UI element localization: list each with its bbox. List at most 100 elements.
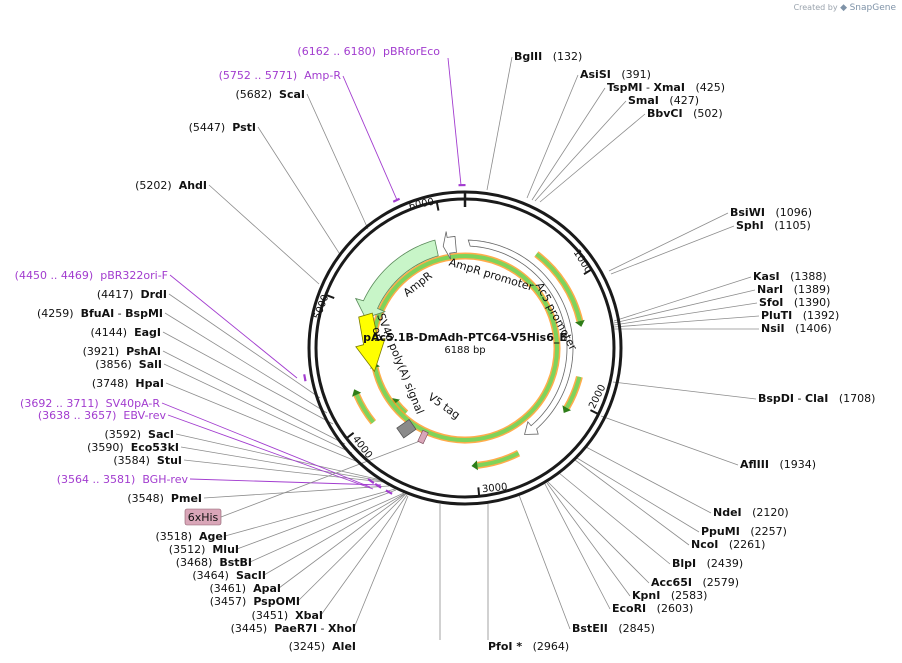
ori-label: ori bbox=[370, 326, 386, 343]
primer-name: pBR322ori-F bbox=[100, 269, 168, 282]
enzyme-position: (3457) bbox=[210, 595, 247, 608]
enzyme-label-ppumi: PpuMI (2257) bbox=[701, 525, 787, 538]
tick-mark bbox=[583, 269, 592, 276]
enzyme-label-bstbi: (3468) BstBI bbox=[176, 556, 252, 569]
enzyme-gap bbox=[522, 640, 533, 653]
enzyme-label-sfoi: SfoI (1390) bbox=[759, 296, 830, 309]
sixhis-box bbox=[417, 429, 429, 445]
enzyme-position: (3856) bbox=[95, 358, 132, 371]
enzyme-gap bbox=[792, 309, 803, 322]
primer-name: SV40pA-R bbox=[106, 397, 161, 410]
enzyme-gap bbox=[133, 288, 140, 301]
leader-lines bbox=[161, 56, 760, 640]
primer-leader-line bbox=[342, 75, 398, 201]
enzyme-position: (2964) bbox=[533, 640, 570, 653]
enzyme-position: (2120) bbox=[752, 506, 789, 519]
primer-leader-line bbox=[167, 414, 374, 490]
enzyme-name: HpaI bbox=[135, 377, 164, 390]
enzyme-gap bbox=[74, 307, 81, 320]
enzyme-name: SalI bbox=[139, 358, 162, 371]
enzyme-leader-line bbox=[613, 315, 760, 328]
enzyme-name: PmeI bbox=[171, 492, 202, 505]
enzyme-gap bbox=[685, 81, 696, 94]
enzyme-leader-line bbox=[534, 100, 627, 202]
primer-range: (3564 .. 3581) bbox=[57, 473, 136, 486]
enzyme-label-mlui: (3512) MluI bbox=[169, 543, 239, 556]
enzyme-gap bbox=[608, 622, 619, 635]
enzyme-label-ndei: NdeI (2120) bbox=[713, 506, 789, 519]
enzyme-gap bbox=[692, 576, 703, 589]
enzyme-name: StuI bbox=[157, 454, 182, 467]
enzyme-label-pmei: (3548) PmeI bbox=[127, 492, 202, 505]
primer-mark bbox=[458, 183, 466, 187]
enzyme-position: (4417) bbox=[97, 288, 134, 301]
enzyme-name: PfoI * bbox=[488, 640, 522, 653]
enzyme-position: (3464) bbox=[192, 569, 229, 582]
enzyme-name: AsiSI bbox=[580, 68, 611, 81]
enzyme-name: BglII bbox=[514, 50, 542, 63]
enzyme-leader-line bbox=[613, 276, 752, 322]
enzyme-leader-line bbox=[165, 382, 364, 465]
enzyme-position: (2257) bbox=[750, 525, 787, 538]
enzyme-name: Acc65I bbox=[651, 576, 692, 589]
enzyme-position: (3590) bbox=[87, 441, 124, 454]
enzyme-name: PpuMI bbox=[701, 525, 740, 538]
enzyme-leader-line bbox=[168, 293, 321, 399]
enzyme-leader-line bbox=[353, 495, 409, 629]
enzyme-gap bbox=[696, 557, 707, 570]
enzyme-label-apai: (3461) ApaI bbox=[210, 582, 281, 595]
enzyme-name: SfoI bbox=[759, 296, 783, 309]
enzyme-label-bfuai: (4259) BfuAI - BspMI bbox=[37, 307, 163, 320]
enzyme-gap bbox=[127, 326, 134, 339]
enzyme-label-psti: (5447) PstI bbox=[189, 121, 256, 134]
enzyme-label-sphi: SphI (1105) bbox=[736, 219, 811, 232]
enzyme-position: (3921) bbox=[83, 345, 120, 358]
enzyme-position: (132) bbox=[553, 50, 583, 63]
enzyme-leader-line bbox=[249, 492, 405, 563]
enzyme-leader-line bbox=[164, 312, 328, 414]
ampr-arrow bbox=[354, 239, 439, 319]
enzyme-leader-line bbox=[257, 126, 342, 257]
enzyme-position: (1105) bbox=[774, 219, 811, 232]
enzyme-gap bbox=[246, 595, 253, 608]
enzyme-leader-line bbox=[203, 485, 390, 499]
enzyme-gap bbox=[780, 270, 791, 283]
primer-gap bbox=[376, 45, 383, 58]
enzyme-name: NsiI bbox=[761, 322, 785, 335]
enzyme-gap bbox=[119, 345, 126, 358]
enzyme-label-eagi: (4144) EagI bbox=[91, 326, 161, 339]
enzyme-leader-line bbox=[320, 494, 408, 616]
enzyme-label-pluti: PluTI (1392) bbox=[761, 309, 839, 322]
enzyme-gap bbox=[212, 556, 219, 569]
tick-label: 1000 bbox=[571, 248, 594, 275]
enzyme-leader-line bbox=[531, 87, 606, 201]
enzyme-position: (3518) bbox=[155, 530, 192, 543]
enzyme-leader-line bbox=[608, 212, 729, 272]
v5-tag-label: V5 tag bbox=[426, 390, 463, 421]
enzyme-gap bbox=[272, 88, 279, 101]
enzyme-name: BstEII bbox=[572, 622, 608, 635]
ori-arrow bbox=[355, 312, 386, 373]
enzyme-position: (3584) bbox=[113, 454, 150, 467]
enzyme-name: BsiWI bbox=[730, 206, 765, 219]
enzyme-position: (2439) bbox=[707, 557, 744, 570]
tick-label: 5000 bbox=[312, 293, 331, 321]
primer-range: (5752 .. 5771) bbox=[219, 69, 298, 82]
enzyme-leader-line bbox=[236, 489, 397, 550]
enzyme-position: (427) bbox=[669, 94, 699, 107]
enzyme-name: XbaI bbox=[295, 609, 323, 622]
primer-label-bgh-rev: (3564 .. 3581) BGH-rev bbox=[57, 473, 189, 486]
tick-mark bbox=[590, 409, 599, 415]
tick-label: 6000 bbox=[408, 197, 435, 213]
enzyme-leader-line bbox=[612, 381, 757, 400]
sv40-label: SV40 poly(A) signal bbox=[374, 311, 426, 415]
enzyme-name: BbvCI bbox=[647, 107, 683, 120]
ac5-promoter-arrow bbox=[467, 239, 574, 435]
primer-mark bbox=[367, 478, 375, 484]
enzyme-name: SphI bbox=[736, 219, 764, 232]
enzyme-name: EcoRI bbox=[612, 602, 646, 615]
enzyme-gap bbox=[828, 392, 839, 405]
enzyme-leader-line bbox=[526, 74, 579, 199]
primer-gap bbox=[93, 269, 100, 282]
